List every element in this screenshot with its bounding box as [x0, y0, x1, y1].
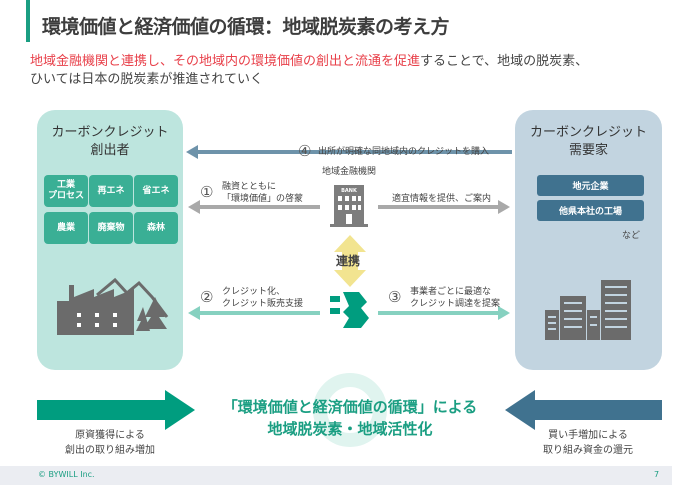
link-label: 連携	[336, 254, 361, 268]
cycle-icon	[313, 373, 387, 447]
left-caption-line2: 創出の取り組み増加	[65, 445, 155, 456]
flow-1-line2: 「環境価値」の啓蒙	[222, 194, 304, 204]
right-caption-line1: 買い手増加による	[548, 430, 628, 441]
center-line2: 地域脱炭素・地域活性化	[267, 420, 433, 438]
copyright: © BYWILL Inc.	[38, 470, 95, 479]
category-industrial-process: 工業 プロセス	[44, 175, 88, 207]
center-line1: 「環境価値と経済価値の循環」による	[222, 398, 478, 416]
flow-2-text: クレジット化、クレジット販売支援	[222, 286, 303, 310]
title-accent-bar	[26, 0, 30, 42]
arrow-bank-demand	[378, 200, 510, 214]
bank-building-icon: BANK	[330, 185, 368, 227]
flow-2-line1: クレジット化、	[222, 287, 286, 297]
flow-2-line2: クレジット販売支援	[222, 299, 304, 309]
category-waste: 廃棄物	[89, 212, 133, 244]
flow-3-text: 事業者ごとに最適なクレジット調達を提案	[410, 286, 500, 310]
category-renewable: 再エネ	[89, 175, 133, 207]
page-title: 環境価値と経済価値の循環：地域脱炭素の考え方	[42, 16, 450, 38]
category-energy-saving: 省エネ	[134, 175, 178, 207]
flow-1-number: ①	[200, 183, 214, 201]
demand-local-companies: 地元企業	[537, 175, 644, 196]
arrow-4-purchase	[186, 145, 512, 159]
link-arrow	[334, 235, 366, 287]
creator-panel: カーボンクレジット創出者 工業 プロセス 再エネ 省エネ 農業 廃棄物 森林	[37, 110, 183, 370]
demand-title: カーボンクレジット需要家	[515, 124, 662, 160]
right-caption: 買い手増加による取り組み資金の還元	[518, 428, 658, 458]
right-big-arrow	[505, 390, 662, 430]
flow-3-number: ③	[388, 288, 402, 306]
flow-arrows: BANK	[186, 145, 512, 328]
flow-3-line1: 事業者ごとに最適な	[410, 287, 492, 297]
creator-title: カーボンクレジット創出者	[37, 124, 183, 160]
bywill-logo	[330, 292, 369, 328]
flow-1-line1: 融資とともに	[222, 182, 277, 192]
flow-3-line2: クレジット調達を提案	[410, 299, 501, 309]
demand-etc: など	[622, 231, 641, 241]
bottom-graphics	[37, 373, 662, 447]
creator-title-line2: 創出者	[90, 143, 130, 158]
right-caption-line2: 取り組み資金の還元	[543, 445, 633, 456]
subtitle-rest: することで、地域の脱炭素、	[420, 54, 589, 69]
left-big-arrow	[37, 390, 195, 430]
page-number: 7	[654, 470, 660, 479]
svg-text:BANK: BANK	[341, 188, 358, 194]
flow-4-number: ④	[298, 142, 312, 160]
demand-title-line1: カーボンクレジット	[529, 125, 647, 140]
creator-title-line1: カーボンクレジット	[51, 125, 169, 140]
category-forest: 森林	[134, 212, 178, 244]
center-message: 「環境価値と経済価値の循環」による地域脱炭素・地域活性化	[200, 396, 500, 440]
bank-to-demand-text: 適宜情報を提供、ご案内	[392, 194, 492, 204]
left-caption-line1: 原資獲得による	[75, 430, 145, 441]
buildings-icon	[545, 280, 631, 340]
demand-panel: カーボンクレジット需要家 地元企業 他県本社の工場 など	[515, 110, 662, 370]
factory-forest-icon	[57, 277, 169, 335]
subtitle: 地域金融機関と連携し、その地域内の環境価値の創出と流通を促進することで、地域の脱…	[30, 53, 588, 89]
flow-2-number: ②	[200, 288, 214, 306]
category-agriculture: 農業	[44, 212, 88, 244]
left-caption: 原資獲得による創出の取り組み増加	[40, 428, 180, 458]
arrow-1-finance	[188, 200, 320, 214]
arrow-2-credit	[188, 306, 320, 320]
flow-4-text: 出所が明確な同地域内のクレジットを購入	[318, 147, 490, 157]
flow-1-text: 融資とともに「環境価値」の啓蒙	[222, 181, 303, 205]
demand-other-factories: 他県本社の工場	[537, 200, 644, 221]
subtitle-line2: ひいては日本の脱炭素が推進されていく	[30, 72, 263, 87]
demand-title-line2: 需要家	[568, 143, 608, 158]
subtitle-highlight: 地域金融機関と連携し、その地域内の環境価値の創出と流通を促進	[30, 54, 421, 69]
bank-label: 地域金融機関	[321, 167, 377, 177]
arrow-3-proposal	[378, 306, 510, 320]
footer	[0, 466, 672, 485]
